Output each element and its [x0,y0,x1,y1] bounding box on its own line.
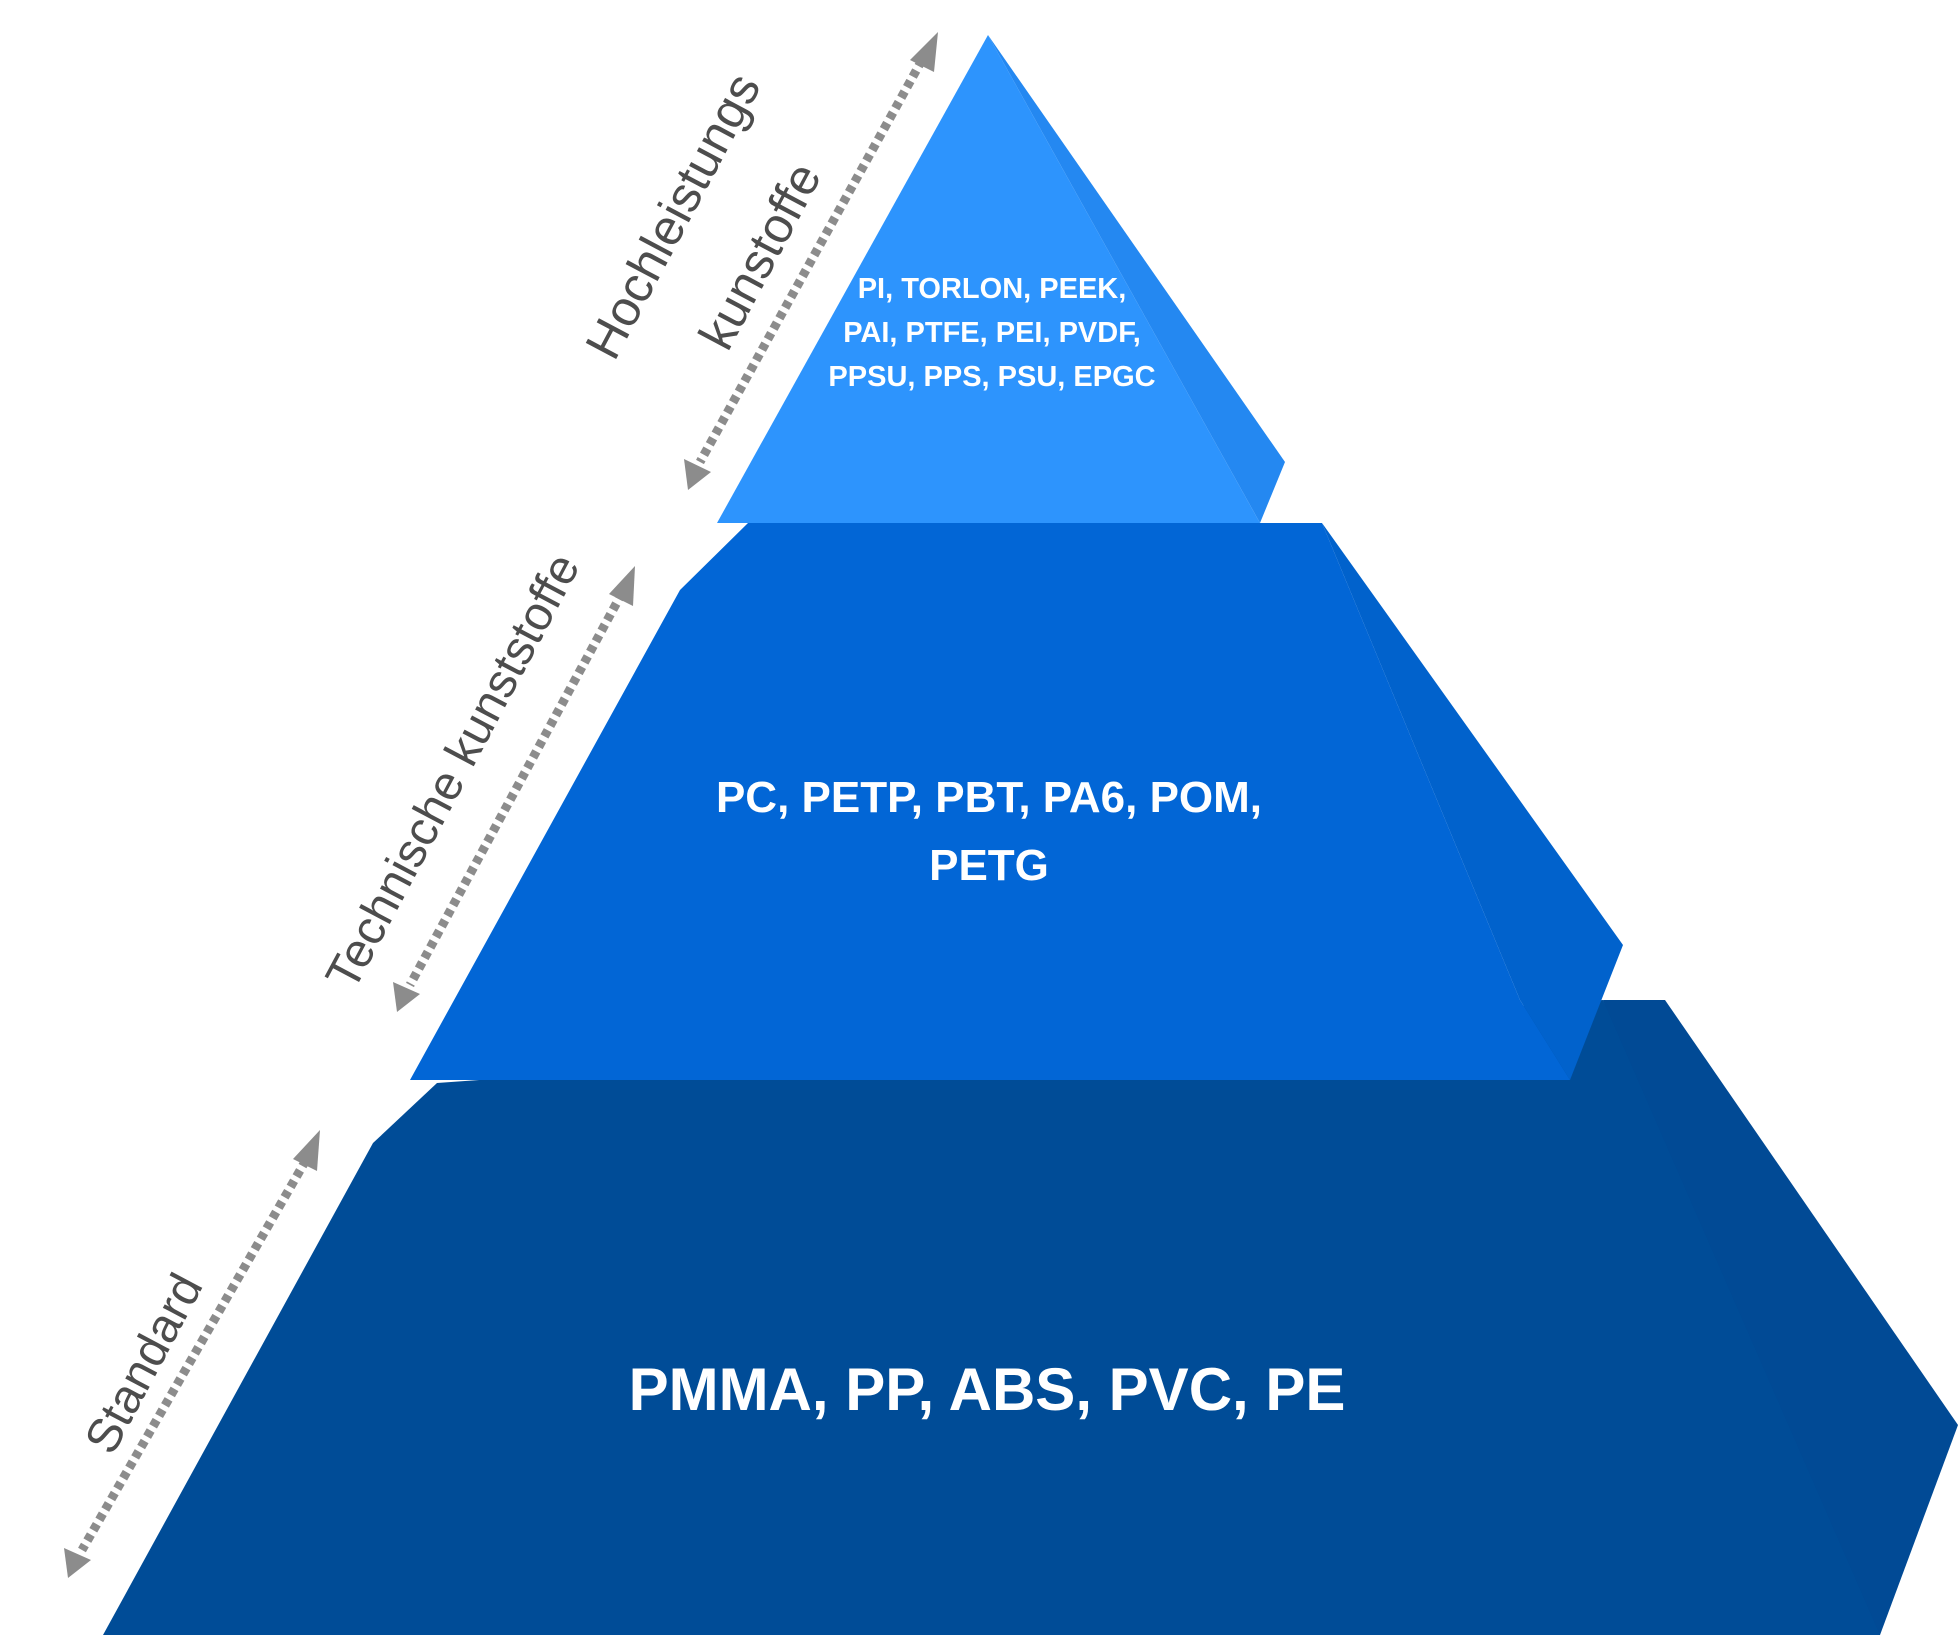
middle-tier-side [1322,523,1623,1080]
arrow-down-head [684,459,711,490]
standard-range-arrow [64,1130,320,1578]
arrow-up-head [609,566,635,606]
bottom-tier-label: PMMA, PP, ABS, PVC, PE [629,1356,1346,1423]
high-performance-range-arrow [684,32,938,490]
middle-tier-front [410,523,1570,1080]
top-tier-label-line-1: PI, TORLON, PEEK, [858,273,1127,305]
middle-tier-label-line-2: PETG [929,841,1049,890]
arrow-up-head [293,1130,320,1171]
bottom-tier-front [103,1000,1880,1635]
arrow-down-head [393,982,420,1012]
top-tier-side [988,35,1285,523]
top-tier-label-line-3: PPSU, PPS, PSU, EPGC [828,361,1155,393]
bottom-tier-side [1603,1000,1958,1635]
arrow-down-head [64,1548,91,1578]
top-tier-label-line-2: PAI, PTFE, PEI, PVDF, [843,317,1141,349]
arrow-up-head [910,32,938,72]
technical-range-arrow [393,566,635,1012]
middle-tier-label-line-1: PC, PETP, PBT, PA6, POM, [716,773,1262,822]
top-tier-front [717,35,1260,523]
